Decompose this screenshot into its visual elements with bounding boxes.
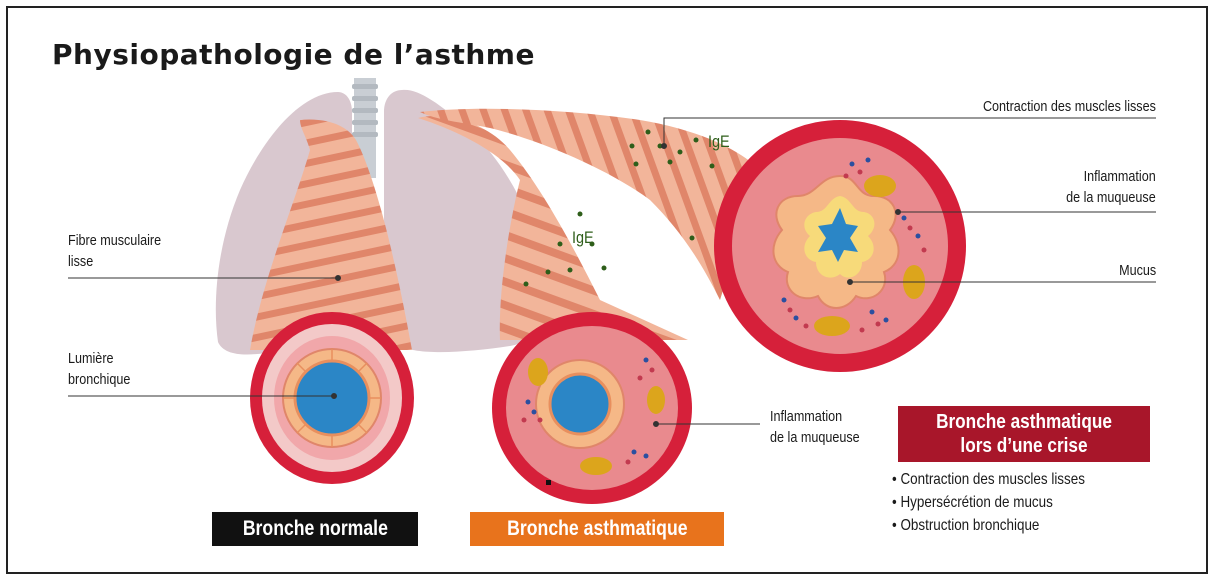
label-contraction: Contraction des muscles lisses bbox=[983, 96, 1156, 117]
crisis-bullet-list: • Contraction des muscles lisses • Hyper… bbox=[892, 468, 1085, 537]
crisis-bullet: • Contraction des muscles lisses bbox=[892, 468, 1085, 491]
label-mucus: Mucus bbox=[1119, 260, 1156, 281]
crisis-heading: Bronche asthmatique lors d’une crise bbox=[898, 406, 1150, 462]
badge-bronche-asthmatique: Bronche asthmatique bbox=[470, 512, 724, 546]
label-ige-crisis: IgE bbox=[708, 132, 730, 152]
crisis-bullet: • Obstruction bronchique bbox=[892, 514, 1085, 537]
crisis-bullet: • Hypersécrétion de mucus bbox=[892, 491, 1085, 514]
badge-bronche-normale: Bronche normale bbox=[212, 512, 418, 546]
label-ige-asthmatic: IgE bbox=[572, 228, 594, 248]
